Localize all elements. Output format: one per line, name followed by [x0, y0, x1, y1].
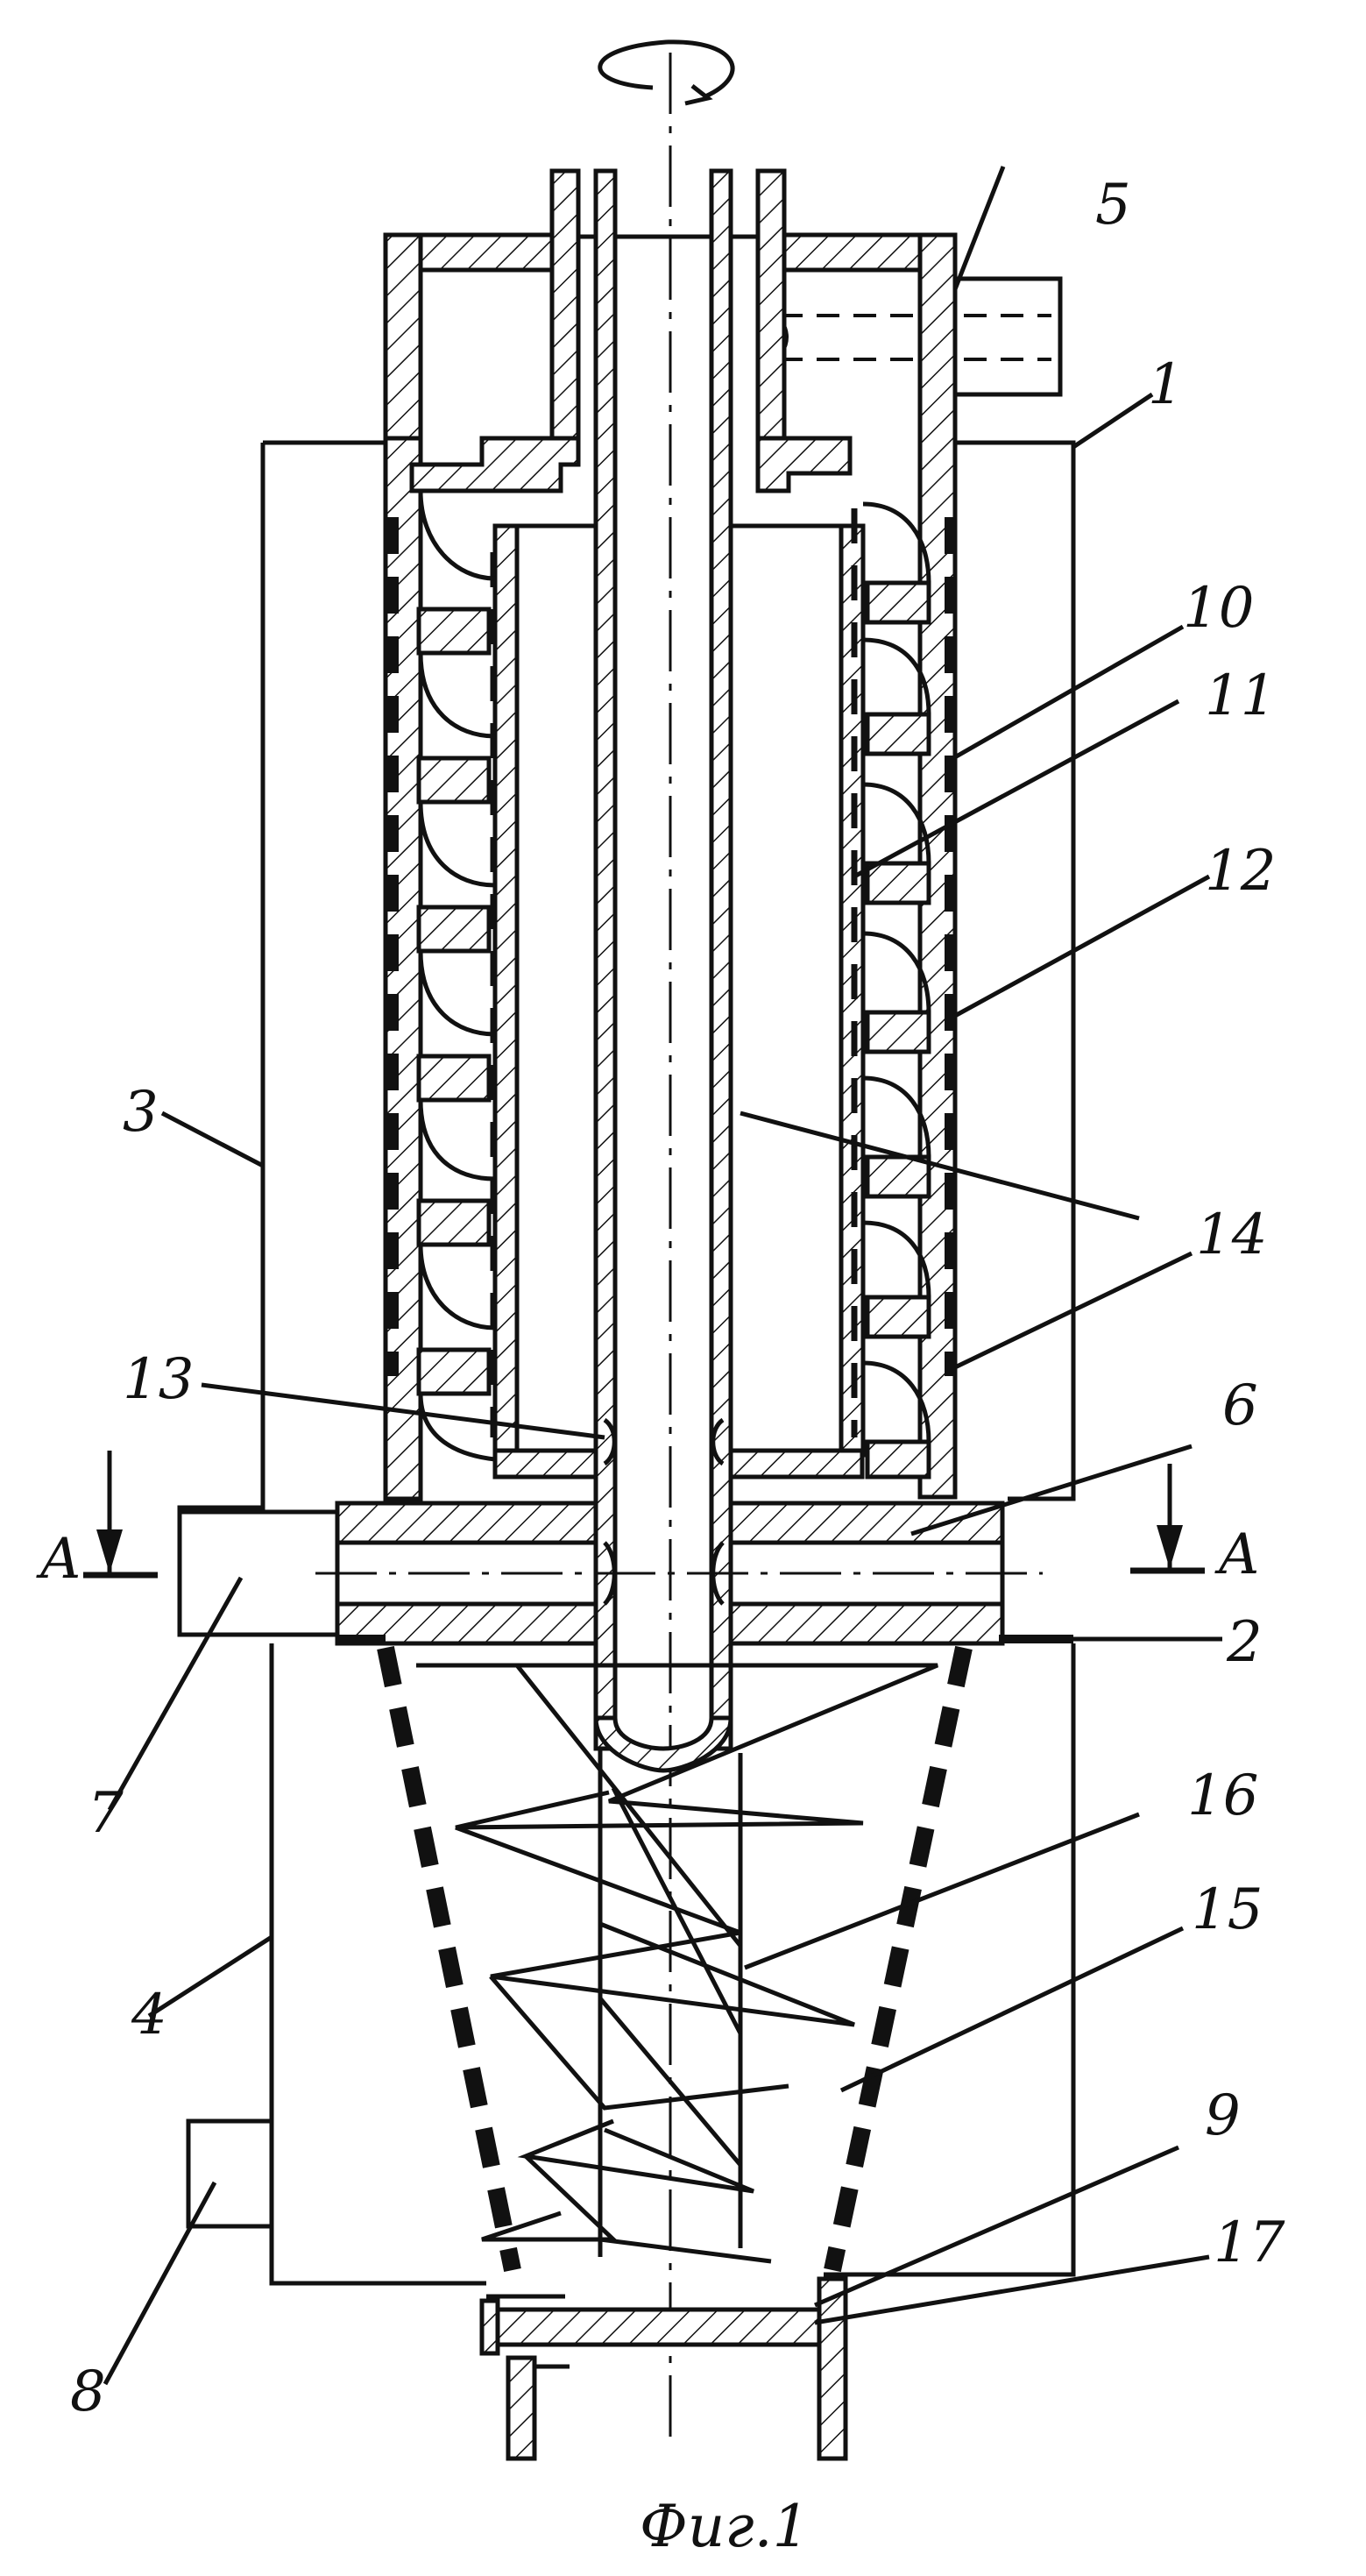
inlet-pipe-7	[180, 1512, 337, 1635]
conical-screen-15	[386, 1648, 964, 2270]
label-8: 8	[70, 2360, 106, 2424]
nozzles-13	[605, 1420, 723, 1464]
label-9: 9	[1205, 2083, 1241, 2148]
label-1: 1	[1148, 352, 1184, 417]
inner-screen-11	[493, 508, 854, 1437]
label-16: 16	[1187, 1763, 1258, 1828]
outlet-pipe-5	[767, 279, 1060, 394]
label-7: 7	[88, 1781, 124, 1846]
label-6: 6	[1222, 1373, 1258, 1438]
label-13: 13	[123, 1347, 194, 1412]
discharge-17	[482, 2279, 846, 2459]
distributor-plate-6	[315, 1503, 1043, 1643]
rotor-drum	[495, 526, 863, 1477]
label-14: 14	[1196, 1203, 1267, 1267]
section-mark-left: А	[36, 1527, 81, 1592]
label-17: 17	[1214, 2211, 1285, 2275]
label-5: 5	[1095, 173, 1131, 238]
blades-left	[419, 491, 495, 1459]
central-shaft-12	[596, 171, 731, 1771]
label-11: 11	[1205, 664, 1276, 728]
section-mark-right: А	[1214, 1522, 1260, 1587]
label-10: 10	[1183, 576, 1254, 641]
figure-caption: Фиг.1	[640, 2493, 810, 2560]
label-4: 4	[131, 1983, 167, 2047]
label-2: 2	[1226, 1610, 1263, 1675]
label-15: 15	[1192, 1877, 1263, 1942]
label-12: 12	[1205, 839, 1276, 904]
label-3: 3	[123, 1080, 159, 1145]
rotation-arrow-icon	[600, 42, 733, 103]
